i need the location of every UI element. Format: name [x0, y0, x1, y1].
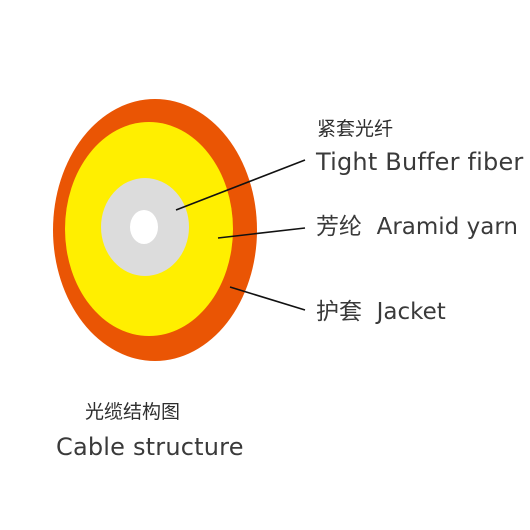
fiber-core: [130, 210, 158, 244]
caption-en: Cable structure: [56, 433, 244, 461]
caption-zh: 光缆结构图: [85, 401, 180, 423]
jacket-label: 护套 Jacket: [316, 299, 446, 325]
tight-buffer-label-zh: 紧套光纤: [317, 118, 393, 140]
jacket-leader-line: [229, 286, 306, 311]
tight-buffer-label-en: Tight Buffer fiber: [315, 148, 524, 176]
aramid-yarn-label: 芳纶 Aramid yarn: [316, 214, 518, 240]
tight-buffer-leader-line: [175, 159, 306, 211]
aramid-leader-line: [217, 227, 306, 239]
